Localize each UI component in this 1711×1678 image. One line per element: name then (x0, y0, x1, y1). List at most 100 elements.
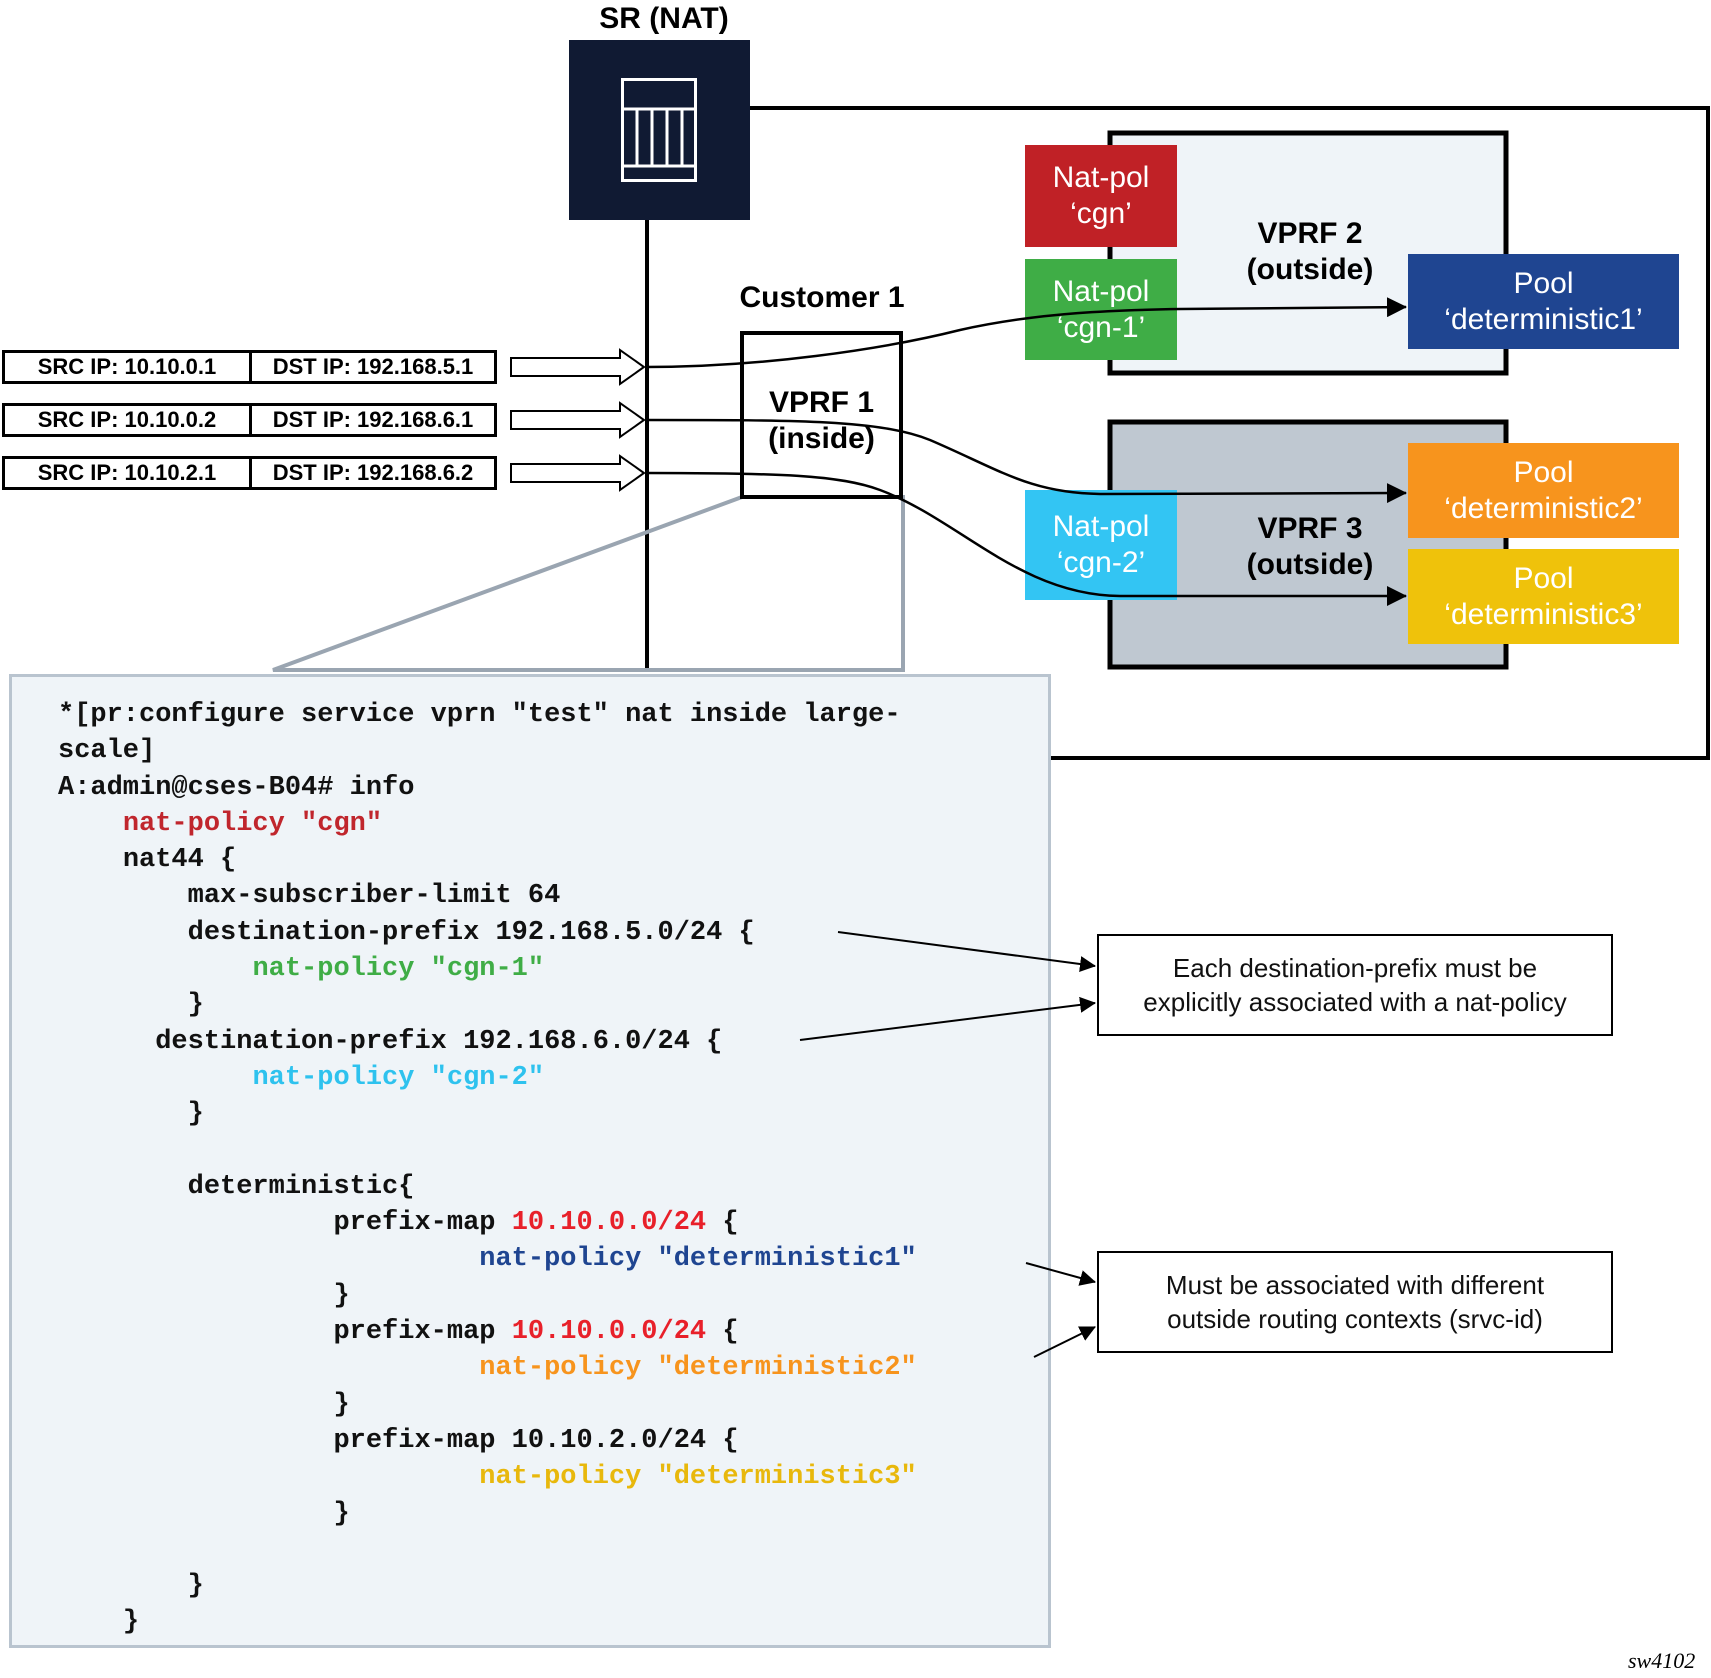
code-token: nat-policy "cgn-1" (252, 954, 545, 985)
code-token: scale] (58, 736, 156, 767)
code-line: } (58, 1096, 917, 1132)
vprf2-label: VPRF 2 (outside) (1220, 216, 1400, 288)
pool-label: Pool (1513, 561, 1574, 595)
code-token: { (706, 1317, 739, 1348)
code-line: nat-policy "deterministic1" (58, 1241, 917, 1277)
vprf3-name: VPRF 3 (1257, 512, 1363, 545)
cli-config-panel: *[pr:configure service vprn "test" nat i… (9, 674, 1051, 1648)
natpol-label: Nat-pol (1052, 161, 1150, 194)
code-line: nat44 { (58, 842, 917, 878)
cli-config-text: *[pr:configure service vprn "test" nat i… (58, 697, 917, 1641)
code-line: deterministic{ (58, 1169, 917, 1205)
natpol-label: Nat-pol (1052, 274, 1150, 308)
code-token: } (187, 990, 204, 1021)
code-line: prefix-map 10.10.2.0/24 { (58, 1423, 917, 1459)
callout-line: Must be associated with different (1165, 1270, 1545, 1300)
flow-row: SRC IP: 10.10.2.1 DST IP: 192.168.6.2 (2, 456, 497, 490)
natpol-cgn-1[interactable]: Nat-pol ‘cgn-1’ (1025, 259, 1177, 360)
code-line: } (58, 1387, 917, 1423)
code-token: nat-policy "deterministic2" (479, 1353, 917, 1384)
code-line: *[pr:configure service vprn "test" nat i… (58, 697, 917, 733)
pool-name: ‘deterministic3’ (1444, 597, 1643, 631)
natpol-name: ‘cgn’ (1070, 197, 1132, 230)
code-token: } (122, 1607, 140, 1638)
code-token: nat-policy "cgn" (122, 808, 383, 839)
flow-row: SRC IP: 10.10.0.1 DST IP: 192.168.5.1 (2, 350, 497, 384)
code-token: } (333, 1280, 350, 1311)
vprf3-label: VPRF 3 (outside) (1220, 511, 1400, 583)
natpol-cgn[interactable]: Nat-pol ‘cgn’ (1025, 145, 1177, 247)
code-line: prefix-map 10.10.0.0/24 { (58, 1314, 917, 1350)
code-token: } (187, 1571, 204, 1602)
code-line: destination-prefix 192.168.6.0/24 { (58, 1024, 917, 1060)
code-token: deterministic{ (187, 1171, 415, 1202)
pool-deterministic3[interactable]: Pool ‘deterministic3’ (1408, 549, 1679, 644)
vprf1-role: (inside) (768, 422, 875, 455)
vprf2-name: VPRF 2 (1257, 217, 1363, 250)
callout-line: outside routing contexts (srvc-id) (1167, 1304, 1543, 1334)
callout-line: explicitly associated with a nat-policy (1143, 987, 1567, 1017)
callout-line: Each destination-prefix must be (1172, 953, 1538, 983)
flow-dst-ip: DST IP: 192.168.6.2 (272, 460, 474, 485)
flow-dst-ip: DST IP: 192.168.5.1 (272, 354, 474, 379)
vprf1-name: VPRF 1 (768, 386, 875, 419)
code-token: } (187, 1099, 204, 1130)
figure-id: sw4102 (1628, 1648, 1696, 1673)
router-chassis-icon (621, 78, 697, 182)
code-line: max-subscriber-limit 64 (58, 878, 917, 914)
code-token: prefix-map (333, 1208, 512, 1239)
hollow-arrow-3 (510, 454, 646, 492)
code-line (58, 1133, 917, 1169)
pool-label: Pool (1513, 266, 1574, 300)
zoom-callout-shape (272, 495, 905, 672)
code-token: A:admin@cses-B04# info (58, 772, 415, 803)
callout-routing-contexts: Must be associated with different outsid… (1097, 1251, 1613, 1353)
code-token: prefix-map (333, 1317, 512, 1348)
code-line: } (58, 1496, 917, 1532)
flow-row: SRC IP: 10.10.0.2 DST IP: 192.168.6.1 (2, 403, 497, 437)
flow-src-ip: SRC IP: 10.10.0.1 (5, 353, 252, 381)
code-line: } (58, 1568, 917, 1604)
hollow-arrow-1 (510, 348, 646, 386)
code-token: } (333, 1389, 350, 1420)
code-token: 10.10.0.0/24 (511, 1317, 707, 1348)
pool-deterministic1[interactable]: Pool ‘deterministic1’ (1408, 254, 1679, 349)
code-token: nat-policy "deterministic3" (479, 1462, 917, 1493)
code-token: nat-policy "cgn-2" (252, 1062, 545, 1093)
code-line: nat-policy "deterministic3" (58, 1459, 917, 1495)
code-line: nat-policy "cgn-1" (58, 951, 917, 987)
vprf3-role: (outside) (1246, 548, 1374, 581)
router-box[interactable] (569, 40, 750, 220)
code-token: max-subscriber-limit 64 (187, 881, 561, 912)
code-line: scale] (58, 733, 917, 769)
code-line: } (58, 1604, 917, 1640)
code-token: 10.10.0.0/24 (511, 1208, 707, 1239)
vprf1-box[interactable]: VPRF 1 (inside) (740, 331, 903, 499)
natpol-name: ‘cgn-1’ (1056, 310, 1146, 344)
code-line: A:admin@cses-B04# info (58, 770, 917, 806)
pool-label: Pool (1513, 455, 1574, 489)
code-token: prefix-map 10.10.2.0/24 { (333, 1425, 739, 1456)
code-line: nat-policy "cgn" (58, 806, 917, 842)
code-line: prefix-map 10.10.0.0/24 { (58, 1205, 917, 1241)
code-token: destination-prefix 192.168.5.0/24 { (187, 917, 755, 948)
code-token: *[pr:configure service vprn "test" nat i… (58, 700, 901, 730)
code-line: } (58, 1278, 917, 1314)
sr-frame-line (750, 106, 1710, 760)
natpol-cgn-2[interactable]: Nat-pol ‘cgn-2’ (1025, 490, 1177, 600)
code-line: } (58, 987, 917, 1023)
natpol-label: Nat-pol (1052, 510, 1150, 543)
flow-src-ip: SRC IP: 10.10.0.2 (5, 406, 252, 434)
pool-name: ‘deterministic1’ (1444, 302, 1643, 336)
code-token: nat-policy "deterministic1" (479, 1244, 917, 1275)
pool-name: ‘deterministic2’ (1444, 491, 1643, 525)
code-token: } (333, 1498, 350, 1529)
hollow-arrow-2 (510, 401, 646, 439)
code-token: nat44 { (122, 845, 237, 876)
flow-src-ip: SRC IP: 10.10.2.1 (5, 459, 252, 487)
pool-deterministic2[interactable]: Pool ‘deterministic2’ (1408, 443, 1679, 538)
vprf2-role: (outside) (1246, 253, 1374, 286)
callout-destination-prefix: Each destination-prefix must be explicit… (1097, 934, 1613, 1036)
code-line: destination-prefix 192.168.5.0/24 { (58, 915, 917, 951)
code-token: destination-prefix 192.168.6.0/24 { (155, 1026, 723, 1057)
